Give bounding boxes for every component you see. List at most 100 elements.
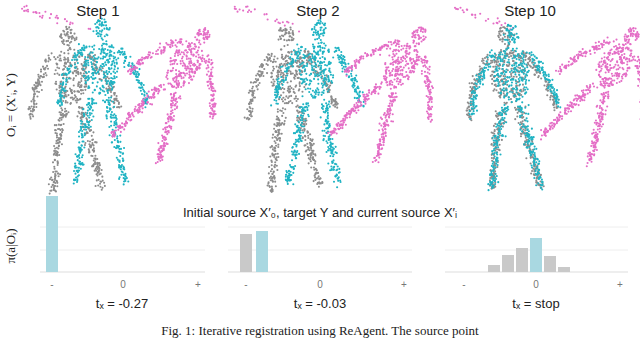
point — [50, 13, 52, 15]
point — [181, 51, 183, 53]
point — [87, 62, 89, 64]
point — [103, 76, 105, 78]
point — [199, 29, 201, 31]
point — [176, 75, 178, 77]
point — [171, 60, 173, 62]
point — [36, 96, 38, 98]
point — [212, 66, 214, 68]
point — [210, 74, 212, 76]
point — [179, 53, 181, 55]
point — [207, 30, 209, 32]
point — [87, 56, 89, 58]
point — [30, 105, 32, 107]
point — [63, 39, 65, 41]
point — [60, 112, 62, 114]
point — [69, 88, 71, 90]
point — [176, 46, 178, 48]
point — [166, 72, 168, 74]
point — [80, 116, 82, 118]
point — [190, 68, 192, 70]
point — [50, 186, 52, 188]
point — [75, 75, 77, 77]
point — [88, 117, 90, 119]
point — [53, 154, 55, 156]
point — [60, 51, 62, 53]
point — [174, 53, 176, 55]
point — [82, 164, 84, 166]
point — [54, 185, 56, 187]
point — [60, 137, 62, 139]
point — [149, 103, 151, 105]
point — [95, 26, 97, 28]
point — [92, 144, 94, 146]
point — [107, 89, 109, 91]
point — [196, 51, 198, 53]
point — [93, 48, 95, 50]
point — [41, 17, 43, 19]
point — [44, 11, 46, 13]
point — [122, 168, 124, 170]
point — [101, 187, 103, 189]
point — [180, 86, 182, 88]
point — [92, 72, 94, 74]
point — [57, 148, 59, 150]
point — [74, 63, 76, 65]
point — [110, 80, 112, 82]
point — [23, 6, 25, 8]
point — [108, 77, 110, 79]
point — [53, 168, 55, 170]
point — [67, 52, 69, 54]
point — [63, 52, 65, 54]
point — [118, 160, 120, 162]
point — [75, 67, 77, 69]
point — [177, 54, 179, 56]
point — [74, 179, 76, 181]
point — [120, 126, 122, 128]
point — [128, 62, 130, 64]
point — [59, 104, 61, 106]
point — [214, 110, 216, 112]
point — [131, 68, 133, 70]
point — [175, 39, 177, 41]
point — [210, 89, 212, 91]
point — [148, 51, 150, 53]
point — [112, 71, 114, 73]
point — [61, 143, 63, 145]
point — [30, 100, 32, 102]
point — [107, 80, 109, 82]
point — [69, 42, 71, 44]
point — [209, 105, 211, 107]
point — [62, 129, 64, 131]
point — [198, 40, 200, 42]
point — [60, 124, 62, 126]
point — [136, 76, 138, 78]
point — [96, 141, 98, 143]
point — [125, 56, 127, 58]
point — [174, 55, 176, 57]
point — [82, 89, 84, 91]
point — [136, 67, 138, 69]
point — [86, 112, 88, 114]
point — [62, 69, 64, 71]
point — [160, 50, 162, 52]
point — [102, 43, 104, 45]
point — [96, 179, 98, 181]
point — [209, 78, 211, 80]
point — [90, 105, 92, 107]
point — [56, 182, 58, 184]
point — [95, 185, 97, 187]
point — [109, 107, 111, 109]
point — [108, 97, 110, 99]
point — [73, 170, 75, 172]
point — [144, 91, 146, 93]
point — [68, 65, 70, 67]
point — [89, 114, 91, 116]
point — [198, 56, 200, 58]
point — [47, 68, 49, 70]
point — [190, 58, 192, 60]
point — [78, 136, 80, 138]
point — [200, 33, 202, 35]
point — [66, 102, 68, 104]
point — [69, 21, 71, 23]
point — [191, 48, 193, 50]
